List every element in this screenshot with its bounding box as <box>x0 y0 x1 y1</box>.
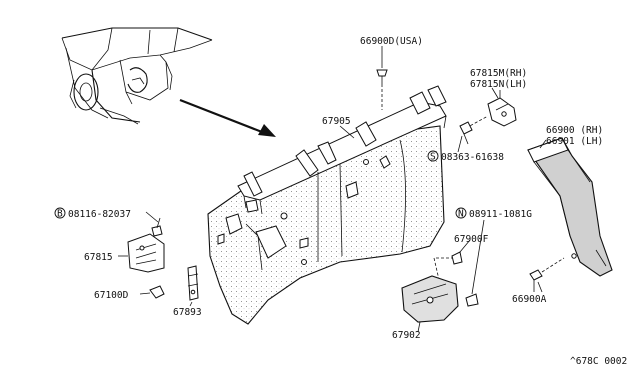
callout-67815N: 67815N(LH) <box>470 79 527 90</box>
callout-67815M: 67815M(RH) <box>470 68 527 79</box>
vehicle-sketch <box>61 27 213 125</box>
symbol-B: B <box>57 209 63 220</box>
callout-67100D: 67100D <box>94 290 129 301</box>
bracket-67815 <box>127 217 165 273</box>
symbol-N: N <box>458 209 464 220</box>
callout-08911: 08911-1081G <box>469 209 532 220</box>
callout-66901: 66901 (LH) <box>546 136 603 147</box>
callout-66900A: 66900A <box>512 294 547 305</box>
callout-67893: 67893 <box>173 307 202 318</box>
callout-67905: 67905 <box>322 116 351 127</box>
symbol-N-circle <box>455 207 467 219</box>
bracket-67815M <box>459 90 517 145</box>
clip-67900F <box>433 251 463 285</box>
diagram-code: ^678C 0002 <box>570 356 627 367</box>
side-trim-66900 <box>527 137 613 292</box>
symbol-S: S <box>430 152 436 163</box>
bracket-67902 <box>401 275 479 323</box>
symbol-S-circle <box>427 150 439 162</box>
clip-67100D <box>139 285 165 299</box>
direction-arrow <box>179 98 276 137</box>
callout-08363: 08363-61638 <box>441 152 504 163</box>
callout-66900D: 66900D(USA) <box>360 36 423 47</box>
callout-67900F: 67900F <box>454 234 489 245</box>
leader-lines <box>118 87 547 333</box>
callout-labels: 66900D(USA) 67815M(RH) 67815N(LH) 67905 … <box>54 36 627 367</box>
callout-67902: 67902 <box>392 330 421 341</box>
callout-66900: 66900 (RH) <box>546 125 603 136</box>
bracket-67893 <box>187 265 199 301</box>
insulator-panel-67905 <box>207 85 447 325</box>
callout-67815: 67815 <box>84 252 113 263</box>
clip-66900D <box>376 46 388 110</box>
symbol-B-circle <box>54 207 66 219</box>
callout-08116: 08116-82037 <box>68 209 131 220</box>
